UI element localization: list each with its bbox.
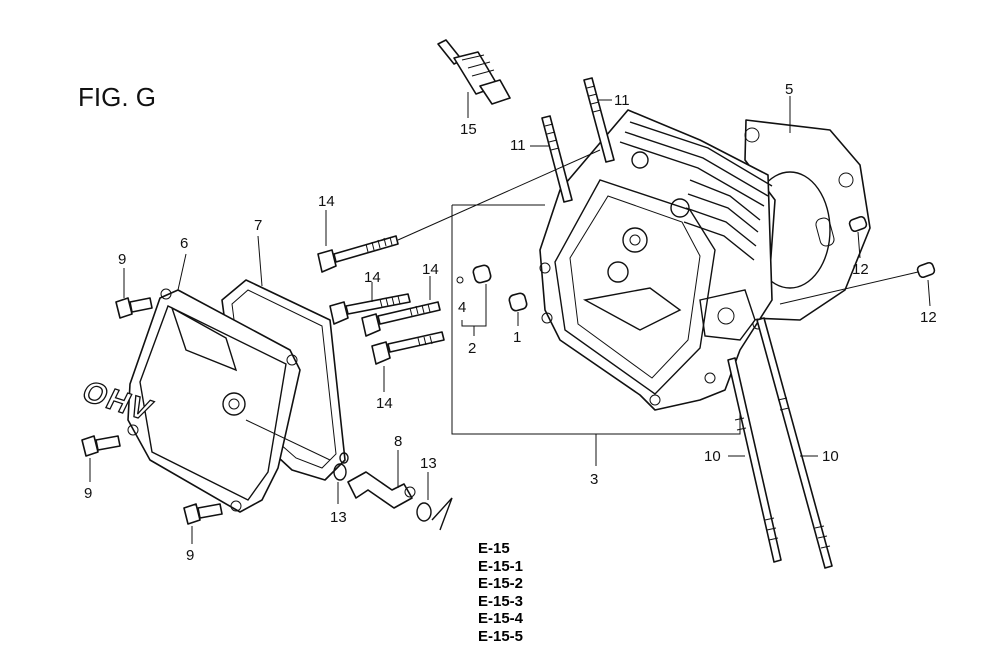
cylinder-head bbox=[539, 109, 773, 411]
callout-13a: 13 bbox=[330, 509, 347, 526]
callout-14b: 14 bbox=[364, 269, 381, 286]
leader-7 bbox=[257, 235, 263, 287]
callout-3: 3 bbox=[590, 471, 598, 488]
callout-6: 6 bbox=[180, 235, 188, 252]
head-bolt-14-mid bbox=[329, 293, 411, 325]
callout-10a: 10 bbox=[704, 448, 721, 465]
reference-item: E-15 bbox=[478, 540, 510, 557]
dowel-pin-1 bbox=[508, 292, 528, 312]
head-bolt-14-long bbox=[317, 235, 399, 273]
reference-item: E-15-4 bbox=[478, 610, 524, 627]
callout-9b: 9 bbox=[84, 485, 92, 502]
hose-clip-13a bbox=[333, 452, 349, 481]
dowel-pin-12b bbox=[916, 261, 936, 279]
head-cover: OHV bbox=[76, 288, 301, 513]
callout-5: 5 bbox=[785, 81, 793, 98]
callout-8: 8 bbox=[394, 433, 402, 450]
stud-10-right bbox=[756, 317, 833, 569]
stud-bolt-11-right bbox=[583, 77, 615, 163]
callout-12a: 12 bbox=[852, 261, 869, 278]
alignment-line-14 bbox=[397, 149, 601, 241]
callout-11b: 11 bbox=[614, 92, 630, 109]
callout-12b: 12 bbox=[920, 309, 937, 326]
reference-list: E-15 E-15-1 E-15-2 E-15-3 E-15-4 E-15-5 bbox=[478, 540, 523, 645]
reference-item: E-15-5 bbox=[478, 627, 524, 645]
alignment-line-cover bbox=[245, 419, 331, 461]
dowel-pin-12a bbox=[848, 215, 868, 233]
leader-6 bbox=[177, 253, 187, 291]
reference-item: E-15-3 bbox=[478, 592, 524, 610]
callout-10b: 10 bbox=[822, 448, 839, 465]
cover-bolt-9c bbox=[183, 503, 223, 525]
callout-2: 2 bbox=[468, 340, 476, 357]
reference-item: E-15-1 bbox=[478, 557, 524, 575]
leader-12a bbox=[857, 231, 861, 259]
callout-1: 1 bbox=[513, 329, 521, 346]
callout-14a: 14 bbox=[318, 193, 335, 210]
stud-10-left bbox=[727, 357, 782, 563]
callout-14d: 14 bbox=[376, 395, 393, 412]
stud-bolt-11-left bbox=[541, 115, 573, 203]
breather-tube bbox=[347, 471, 416, 509]
hose-clip-13b bbox=[416, 497, 453, 531]
spark-plug bbox=[437, 39, 511, 105]
leader-12b bbox=[927, 279, 931, 307]
callout-13b: 13 bbox=[420, 455, 437, 472]
head-bolt-14-mid2 bbox=[361, 301, 441, 337]
callout-14c: 14 bbox=[422, 261, 439, 278]
figure-title: FIG. G bbox=[78, 82, 156, 112]
callout-4: 4 bbox=[458, 299, 466, 316]
alignment-line-12 bbox=[779, 271, 919, 305]
callout-7: 7 bbox=[254, 217, 262, 234]
cover-bolt-9a bbox=[115, 297, 153, 319]
head-bolt-14-short bbox=[371, 331, 445, 365]
callout-15: 15 bbox=[460, 121, 477, 138]
cover-bolt-9b bbox=[81, 435, 121, 457]
callout-9a: 9 bbox=[118, 251, 126, 268]
callout-9c: 9 bbox=[186, 547, 194, 564]
callout-11a: 11 bbox=[510, 137, 526, 154]
reference-item: E-15-2 bbox=[478, 575, 524, 592]
dowel-pin-4 bbox=[456, 264, 492, 284]
